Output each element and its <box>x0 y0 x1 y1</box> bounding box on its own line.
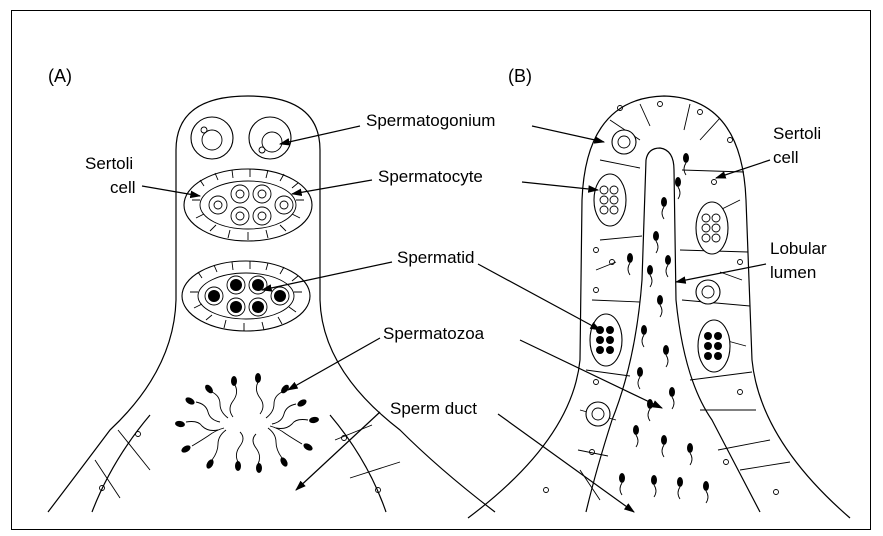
label-lumen-2: lumen <box>770 263 816 282</box>
arrow-sertoli-b <box>716 160 770 178</box>
label-spermatid: Spermatid <box>397 248 474 267</box>
panel-a-label: (A) <box>48 66 72 86</box>
spermatid-cyst-b <box>590 314 730 372</box>
panel-b-label: (B) <box>508 66 532 86</box>
label-sperm-duct: Sperm duct <box>390 399 477 418</box>
arrow-spermatid-b <box>478 264 600 330</box>
label-spermatogonium: Spermatogonium <box>366 111 495 130</box>
arrow-sperm-duct-b <box>498 414 634 512</box>
spermatozoa-lumen-b <box>619 153 709 503</box>
label-spermatozoa: Spermatozoa <box>383 324 485 343</box>
arrow-spermatozoa-a <box>288 338 380 390</box>
arrow-spermatocyte-b <box>522 182 598 190</box>
spermatogonium-cells <box>191 117 291 159</box>
label-spermatocyte: Spermatocyte <box>378 167 483 186</box>
label-lumen-1: Lobular <box>770 239 827 258</box>
label-sertoli-b-1: Sertoli <box>773 124 821 143</box>
arrow-sperm-duct-a <box>296 412 380 490</box>
spermatozoa-cluster-a <box>175 373 320 473</box>
label-sertoli-b-2: cell <box>773 148 799 167</box>
label-sertoli-a-1: Sertoli <box>85 154 133 173</box>
label-sertoli-a-2: cell <box>110 178 136 197</box>
spermatocyte-cyst-b <box>594 174 728 254</box>
spermatocyte-cyst <box>184 169 312 241</box>
arrow-lumen-b <box>676 264 766 282</box>
arrow-spermatogonium-b <box>532 126 604 142</box>
spermatid-cyst <box>182 261 310 331</box>
